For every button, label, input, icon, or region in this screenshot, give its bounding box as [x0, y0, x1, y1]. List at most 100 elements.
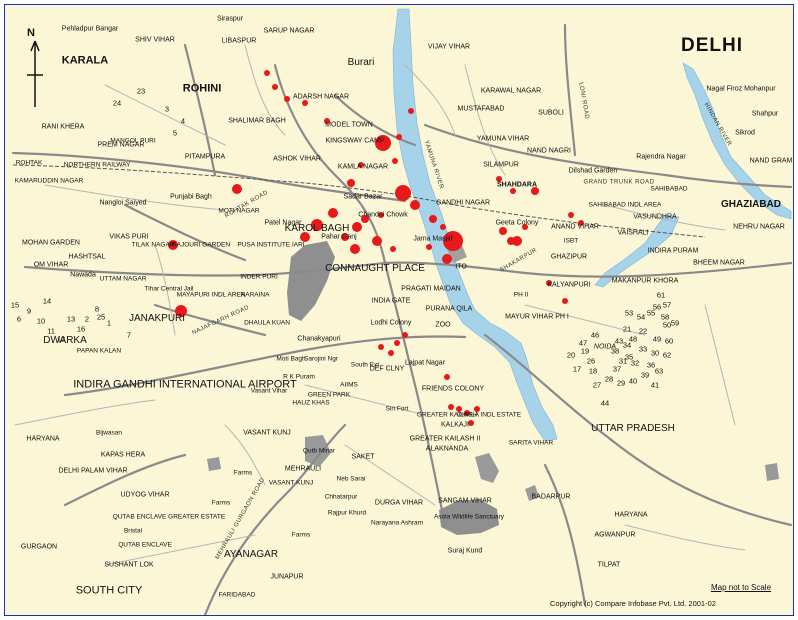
place-label-zoo: ZOO: [435, 321, 451, 329]
sector-number: 57: [662, 300, 672, 310]
place-label-sahibabad-indl: SAHIBABAD INDL AREA: [588, 201, 662, 209]
sector-number: 14: [42, 296, 52, 306]
place-label-sadar-bazar: Sadar Bazar: [343, 193, 383, 201]
sector-number: 25: [96, 312, 106, 322]
sector-number: 43: [614, 336, 624, 346]
place-label-dilshad-garden: Dilshad Garden: [568, 167, 618, 175]
asola-sanctuary: [439, 499, 499, 535]
hotspot-marker: [378, 344, 384, 350]
hindan-lower-shape: [594, 214, 680, 288]
place-label-noida: NOIDA: [593, 343, 617, 351]
scale-note: Map not to Scale: [711, 583, 772, 592]
sector-number: 5: [172, 128, 178, 138]
hotspot-marker: [347, 179, 355, 187]
place-label-rk-puram: R K Puram: [283, 373, 315, 381]
sector-number: 1: [106, 318, 112, 328]
place-label-udyog-vihar: UDYOG VIHAR: [120, 491, 170, 499]
sector-number: 24: [112, 98, 122, 108]
place-label-dhaula-kuan: DHAULA KUAN: [244, 319, 290, 327]
place-label-indira-gandhi-airport: INDIRA GANDHI INTERNATIONAL AIRPORT: [73, 378, 297, 391]
sector-number: 46: [590, 330, 600, 340]
place-label-shahpur: Shahpur: [751, 110, 779, 118]
place-label-inder-puri: INDER PURI: [240, 273, 278, 281]
sector-number: 54: [636, 312, 646, 322]
hotspot-marker: [568, 212, 574, 218]
sector-number: 15: [10, 300, 20, 310]
sector-number: 39: [640, 370, 650, 380]
hotspot-marker: [328, 208, 338, 218]
place-label-ayanagar: AYANAGAR: [223, 549, 279, 560]
sector-number: 20: [566, 350, 576, 360]
place-label-nehru-nagar: NEHRU NAGAR: [733, 223, 785, 231]
place-label-friends-colony: FRIENDS COLONY: [421, 385, 485, 393]
sector-number: 49: [652, 334, 662, 344]
place-label-ghazipur: GHAZIPUR: [550, 253, 588, 261]
hotspot-marker: [512, 236, 522, 246]
hotspot-marker: [510, 188, 516, 194]
place-label-burari: Burari: [347, 57, 375, 68]
place-label-jama-masjid: Jama Masjid: [413, 235, 453, 243]
hotspot-marker: [324, 118, 330, 124]
place-label-karol-bagh: KAROL BAGH: [284, 223, 350, 234]
road-network: [11, 23, 793, 615]
hotspot-marker: [361, 215, 369, 223]
sector-number: 17: [572, 364, 582, 374]
park-4: [765, 463, 779, 481]
place-label-kalkaji: KALKAJI: [440, 421, 470, 429]
sector-number: 34: [622, 340, 632, 350]
sector-number: 44: [600, 398, 610, 408]
sector-number: 36: [646, 360, 656, 370]
place-label-sangam-vihar: SANGAM VIHAR: [438, 497, 492, 505]
place-label-junapur: JUNAPUR: [270, 573, 304, 581]
hotspot-marker: [468, 420, 474, 426]
place-label-aiims: AIIMS: [340, 381, 358, 389]
sector-number: 21: [622, 324, 632, 334]
hotspot-marker: [578, 220, 584, 226]
sector-number: 37: [612, 364, 622, 374]
sector-number: 62: [662, 350, 672, 360]
north-label: N: [27, 27, 35, 39]
hotspot-marker: [392, 158, 398, 164]
map-canvas: [11, 8, 793, 615]
place-label-nand-nagri: NAND NAGRI: [527, 147, 571, 155]
hotspot-marker: [474, 406, 480, 412]
place-label-yamuna-vihar: YAMUNA VIHAR: [476, 135, 530, 143]
place-label-shiv-vihar: SHIV VIHAR: [135, 36, 175, 44]
place-label-janakpuri: JANAKPURI: [128, 313, 186, 324]
place-label-mohan-garden: MOHAN GARDEN: [22, 239, 80, 247]
hotspot-marker: [456, 406, 462, 412]
place-label-suraj-kund: Suraj Kund: [447, 547, 483, 555]
hotspot-marker: [390, 246, 396, 252]
minor-roads: [14, 44, 746, 566]
place-label-ghaziabad: GHAZIABAD: [721, 199, 781, 210]
place-label-rohini: ROHINI: [182, 82, 222, 95]
sector-number: 13: [66, 314, 76, 324]
place-label-grand-trunk: GRAND TRUNK ROAD: [583, 179, 655, 186]
place-label-mayapuri: MAYAPURI INDL AREA: [176, 291, 246, 299]
place-label-sahibabad: SAHIBABAD: [650, 185, 688, 193]
hotspot-marker: [168, 240, 178, 250]
place-label-sarojini-ngr: Sarojini Ngr: [304, 355, 338, 363]
place-label-kingsway-camp: KINGSWAY CAMP: [325, 137, 385, 145]
place-label-adarsh-nagar: ADARSH NAGAR: [292, 93, 350, 101]
hotspot-marker: [444, 374, 450, 380]
place-label-kamla-nagar: KAMLA NAGAR: [337, 163, 389, 171]
sector-number: 10: [36, 316, 46, 326]
place-label-rohtak: ROHTAK: [15, 159, 43, 167]
place-label-naraina: NARAINA: [240, 291, 270, 299]
place-label-anand-vihar: ANAND VIHAR: [551, 223, 599, 231]
place-label-indira-puram: INDIRA PURAM: [647, 247, 699, 255]
hotspot-marker: [341, 233, 349, 241]
place-label-sushant-lok: SUSHANT LOK: [104, 561, 154, 569]
park-2: [207, 457, 221, 471]
place-label-ph2: PH II: [513, 291, 529, 299]
place-label-hashtsal: HASHTSAL: [68, 253, 106, 261]
place-label-farms3: Farms: [291, 531, 311, 539]
place-label-vasant-kunj: VASANT KUNJ: [243, 429, 291, 437]
sector-number: 63: [654, 366, 664, 376]
sector-number: 61: [656, 290, 666, 300]
place-label-silampur: SILAMPUR: [483, 161, 519, 169]
place-label-gandhi-nagar: GANDHI NAGAR: [435, 199, 491, 207]
place-label-libaspur: LIBASPUR: [221, 37, 257, 45]
place-label-vasundhra: VASUNDHRA: [633, 213, 677, 221]
